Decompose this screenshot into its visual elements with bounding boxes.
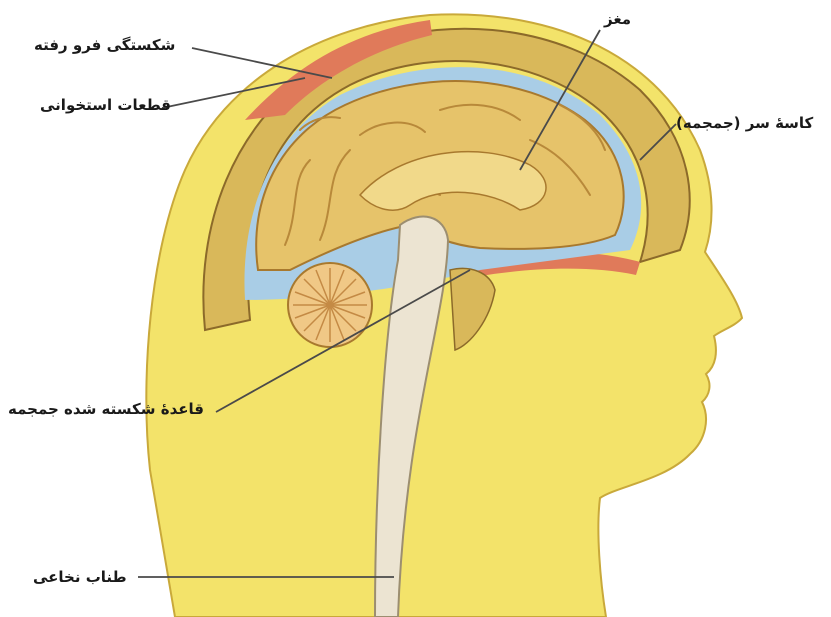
- label-skull: کاسهٔ سر (جمجمه): [676, 116, 813, 131]
- cerebellum: [288, 263, 372, 347]
- label-brain: مغز: [604, 12, 631, 27]
- label-bone-fragments: قطعات استخوانی: [40, 98, 171, 113]
- label-spinal-cord: طناب نخاعی: [33, 570, 127, 585]
- label-skull-base-fracture: قاعدهٔ شکسته شده جمجمه: [8, 402, 204, 417]
- label-depressed-fracture: شکستگی فرو رفته: [34, 38, 175, 53]
